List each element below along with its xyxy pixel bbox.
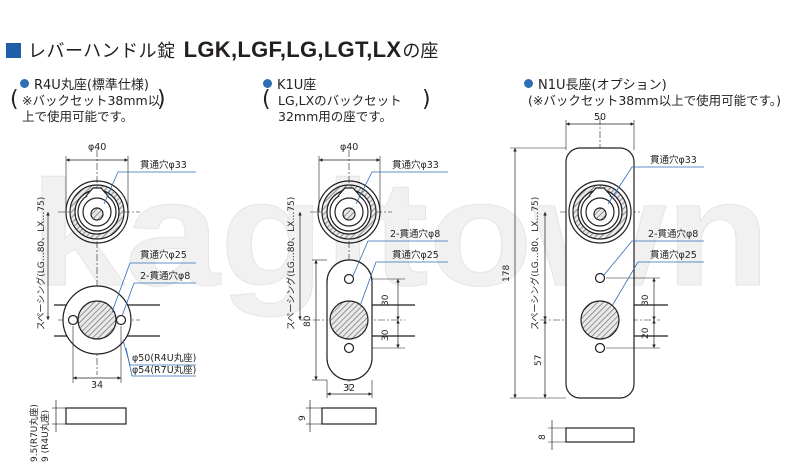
title-jp: レバーハンドル錠 — [28, 41, 176, 62]
title-models: LGK,LGF,LG,LGT,LX — [183, 37, 402, 62]
bullet-dot-icon — [524, 79, 533, 88]
r4u-dim-phi50: φ50(R4U丸座) — [132, 353, 197, 364]
section-title-k1u: K1U座 — [263, 74, 316, 93]
r4u-drawing — [46, 150, 160, 432]
k1u-dim-9: 9 — [298, 415, 308, 421]
bullet-dot-icon — [20, 79, 29, 88]
close-paren: ) — [422, 87, 431, 112]
k1u-dim-phi33: 貫通穴φ33 — [392, 160, 439, 171]
close-paren: ) — [157, 87, 166, 112]
n1u-dim-2phi8: 2-貫通穴φ8 — [648, 229, 699, 240]
k1u-dim-phi40: φ40 — [340, 142, 359, 153]
section-title-r4u: R4U丸座(標準仕様) — [20, 74, 149, 93]
r4u-dim-phi33: 貫通穴φ33 — [140, 160, 187, 171]
title-suffix: の座 — [402, 41, 439, 62]
k1u-dim-32: 32 — [343, 383, 356, 394]
leader-lines — [103, 166, 704, 377]
k1u-dim-80: 80 — [303, 315, 313, 327]
k1u-dim-phi25: 貫通穴φ25 — [392, 250, 439, 261]
n1u-dim-178: 178 — [502, 264, 512, 282]
n1u-dim-phi25: 貫通穴φ25 — [650, 250, 697, 261]
r4u-spacing: スペーシング(LG…80、LX…75) — [37, 196, 47, 330]
r4u-dim-phi40: φ40 — [88, 142, 107, 153]
k1u-dim-30b: 30 — [381, 329, 391, 341]
k1u-dim-30a: 30 — [381, 294, 391, 306]
n1u-dim-20: 20 — [641, 327, 651, 339]
r4u-dim-2phi8: 2-貫通穴φ8 — [140, 271, 191, 282]
n1u-dim-50: 50 — [594, 112, 607, 123]
k1u-dim-2phi8: 2-貫通穴φ8 — [390, 229, 441, 240]
r4u-dim-phi25: 貫通穴φ25 — [140, 250, 187, 261]
n1u-dim-57: 57 — [534, 354, 544, 366]
n1u-dim-phi33: 貫通穴φ33 — [650, 155, 697, 166]
n1u-dim-30: 30 — [641, 294, 651, 306]
r4u-dim-34: 34 — [91, 380, 104, 391]
k1u-drawing — [298, 150, 415, 432]
n1u-drawing — [510, 118, 668, 450]
note-r4u: ※バックセット38mm以 上で使用可能です。 — [22, 93, 161, 124]
k1u-spacing: スペーシング(LG…80、LX…75) — [287, 196, 297, 330]
note-k1u: LG,LXのバックセット 32mm用の座です。 — [278, 93, 402, 124]
title-square-icon — [6, 42, 21, 58]
r4u-thick-r4u: 9 (R4U丸座) — [41, 409, 51, 462]
r4u-dim-phi54: φ54(R7U丸座) — [132, 365, 197, 376]
page-title: レバーハンドル錠 LGK,LGF,LG,LGT,LX の座 — [6, 37, 438, 63]
open-paren: ( — [262, 87, 271, 112]
note-n1u: (※バックセット38mm以上で使用可能です。) — [528, 93, 781, 108]
bullet-dot-icon — [263, 79, 272, 88]
section-title-n1u: N1U長座(オプション) — [524, 74, 667, 93]
n1u-dim-8: 8 — [538, 434, 548, 440]
n1u-spacing: スペーシング(LG…80、LX…75) — [531, 196, 541, 330]
r4u-thick-r7u: 9.5(R7U丸座) — [30, 404, 40, 462]
open-paren: ( — [10, 87, 19, 112]
